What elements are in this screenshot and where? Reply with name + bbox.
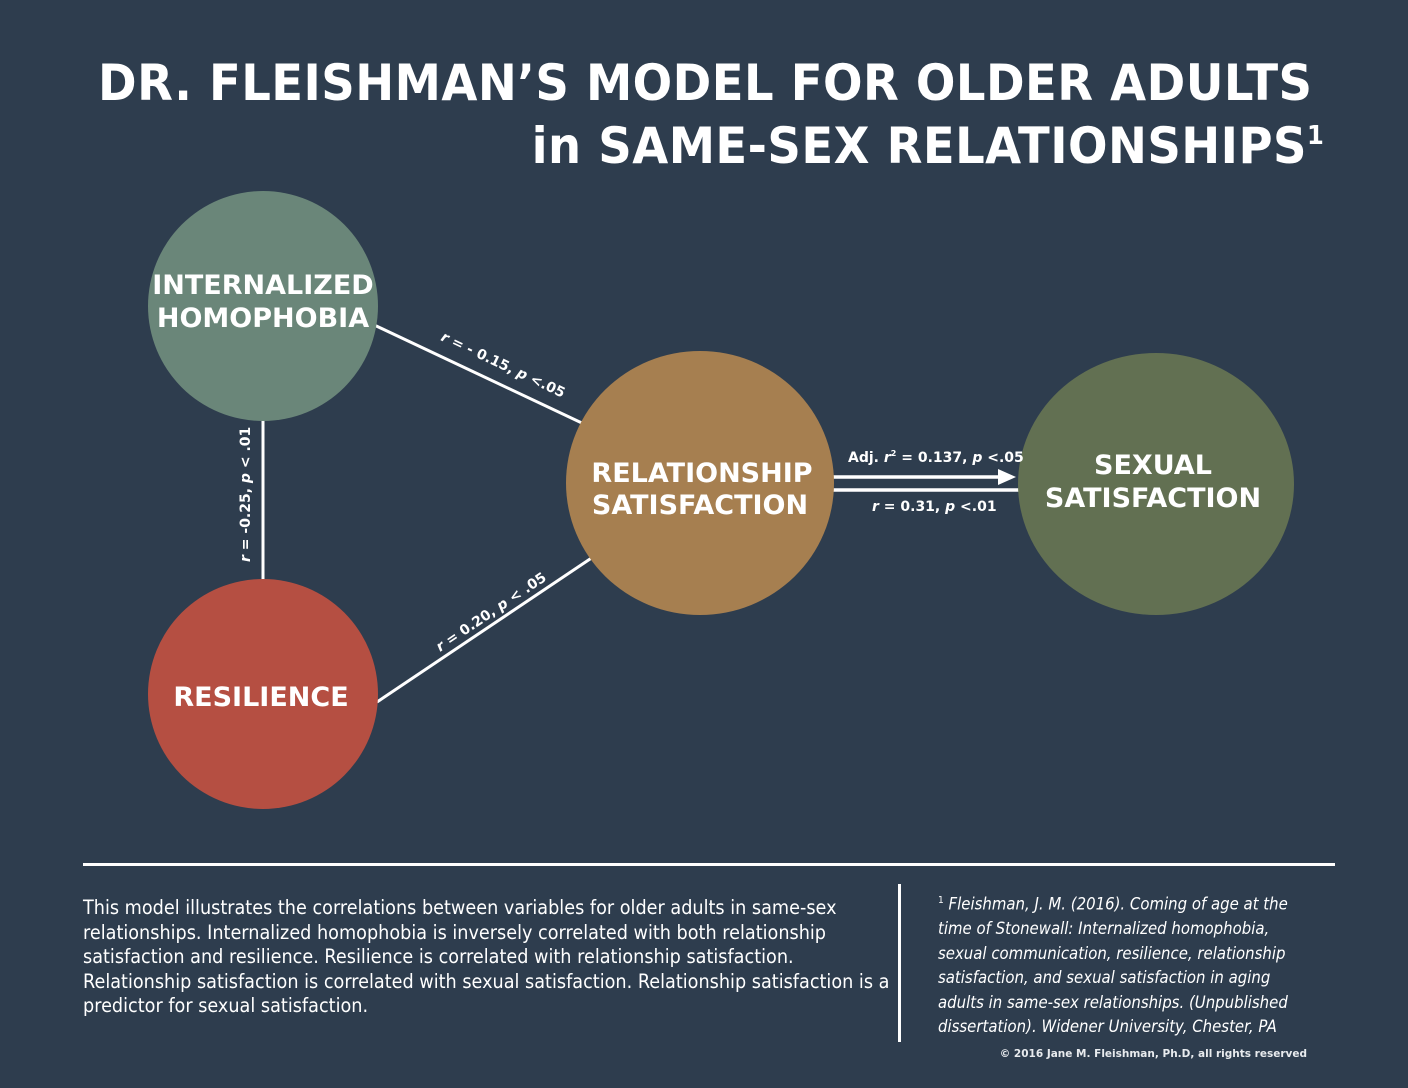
horizontal-divider bbox=[83, 863, 1335, 866]
edge-label-relationship-sexual-predictor: Adj. r2 = 0.137, p <.05 bbox=[848, 449, 1024, 466]
edge-homophobia-relationship bbox=[369, 321, 585, 426]
p-symbol: p bbox=[971, 450, 982, 466]
title-line-2: in SAME-SEX RELATIONSHIPS1 bbox=[531, 121, 1324, 171]
node-circle bbox=[566, 351, 834, 615]
title-line-1: DR. FLEISHMAN’S MODEL FOR OLDER ADULTS bbox=[98, 54, 1313, 112]
edge-resilience-relationship bbox=[376, 555, 594, 704]
stat-symbol: r bbox=[884, 450, 892, 466]
p-value: <.05 bbox=[523, 369, 567, 401]
citation-marker: 1 bbox=[938, 895, 944, 906]
node-relationship-satisfaction: RELATIONSHIP SATISFACTION bbox=[566, 351, 834, 615]
stat-symbol: r bbox=[238, 554, 254, 562]
stat-symbol: r bbox=[872, 499, 880, 515]
node-circle bbox=[148, 191, 378, 421]
stat-sup: 2 bbox=[891, 449, 897, 458]
p-symbol: p bbox=[238, 473, 254, 484]
node-sexual-satisfaction: SEXUAL SATISFACTION bbox=[1018, 353, 1294, 615]
title-footnote-marker: 1 bbox=[1306, 121, 1324, 151]
prefix: Adj. bbox=[848, 450, 884, 466]
p-value: <.01 bbox=[955, 499, 996, 515]
node-label-line-2: SATISFACTION bbox=[592, 490, 808, 521]
p-value: <.05 bbox=[982, 450, 1023, 466]
vertical-divider bbox=[898, 884, 901, 1042]
citation: 1 Fleishman, J. M. (2016). Coming of age… bbox=[938, 889, 1309, 1040]
arrowhead-icon bbox=[998, 469, 1016, 485]
node-circle bbox=[1018, 353, 1294, 615]
stat-value: = 0.20, bbox=[439, 601, 503, 651]
copyright-notice: © 2016 Jane M. Fleishman, Ph.D, all righ… bbox=[999, 1048, 1307, 1060]
edge-label-relationship-sexual-correlation: r = 0.31, p <.01 bbox=[872, 499, 997, 515]
node-internalized-homophobia: INTERNALIZED HOMOPHOBIA bbox=[148, 191, 378, 421]
stat-value: = -0.25, bbox=[238, 483, 254, 555]
title-line-2-text: in SAME-SEX RELATIONSHIPS bbox=[531, 117, 1307, 175]
node-label-line-2: HOMOPHOBIA bbox=[157, 303, 369, 334]
node-label-line-1: SEXUAL bbox=[1094, 450, 1212, 481]
node-resilience: RESILIENCE bbox=[148, 579, 378, 809]
model-description: This model illustrates the correlations … bbox=[83, 896, 890, 1017]
edge-label-resilience-relationship: r = 0.20, p < .05 bbox=[433, 570, 549, 656]
stat-value: = - 0.15, bbox=[445, 332, 521, 379]
stat-value: = 0.137, bbox=[896, 450, 972, 466]
node-circle bbox=[148, 579, 378, 809]
p-value: < .01 bbox=[238, 427, 254, 473]
p-symbol: p bbox=[944, 499, 955, 515]
stat-value: = 0.31, bbox=[879, 499, 945, 515]
node-label-line-1: INTERNALIZED bbox=[152, 270, 373, 301]
edge-label-homophobia-resilience: r = -0.25, p < .01 bbox=[238, 427, 254, 562]
node-label-line-2: SATISFACTION bbox=[1045, 483, 1261, 514]
model-diagram: INTERNALIZED HOMOPHOBIA RESILIENCE RELAT… bbox=[148, 191, 1294, 809]
citation-text: Fleishman, J. M. (2016). Coming of age a… bbox=[938, 894, 1288, 1037]
node-label-line-1: RELATIONSHIP bbox=[591, 458, 812, 489]
node-label-line-1: RESILIENCE bbox=[173, 682, 348, 713]
